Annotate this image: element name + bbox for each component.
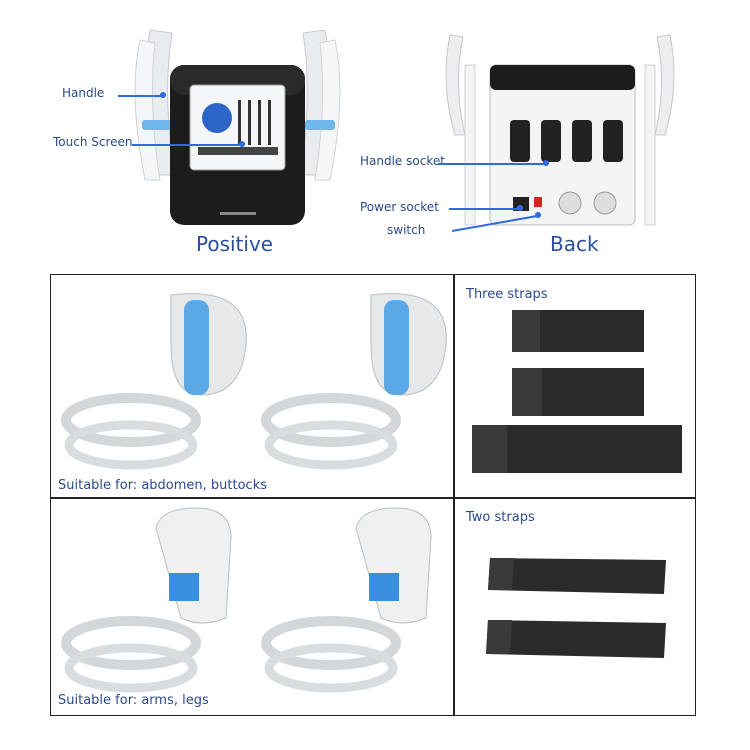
- power-socket-callout-dot: [517, 205, 523, 211]
- two-straps-title: Two straps: [466, 510, 535, 525]
- curved-handles-caption: Suitable for: arms, legs: [58, 693, 209, 708]
- handle-socket-callout-dot: [543, 160, 549, 166]
- three-straps-title: Three straps: [466, 287, 548, 302]
- touch-screen-callout-dot: [239, 141, 245, 147]
- strap-4: [488, 558, 666, 594]
- switch-callout-dot: [535, 212, 541, 218]
- power-socket-callout: Power socket: [360, 200, 439, 214]
- strap-5: [486, 620, 666, 658]
- touch-screen-callout: Touch Screen: [53, 135, 133, 149]
- handle-socket-callout: Handle socket: [360, 154, 445, 168]
- power-socket-callout-line: [449, 208, 519, 210]
- handle-callout-dot: [160, 92, 166, 98]
- back-view-label: Back: [550, 232, 599, 256]
- back-view: Handle socket Power socket switch Back: [360, 0, 750, 265]
- switch-callout: switch: [387, 223, 426, 237]
- accessories-grid: Suitable for: abdomen, buttocks Three st…: [50, 274, 696, 716]
- three-straps-cell: Three straps: [454, 275, 696, 497]
- three-straps-illustration: [472, 310, 682, 473]
- handle-callout-line: [118, 95, 162, 97]
- front-view-label: Positive: [196, 232, 274, 256]
- front-view: Handle Touch Screen Positive: [0, 0, 375, 265]
- flat-handles-cell: Suitable for: abdomen, buttocks: [51, 275, 453, 497]
- curved-handles-illustration: [61, 507, 432, 693]
- flat-handles-caption: Suitable for: abdomen, buttocks: [58, 478, 267, 493]
- handle-socket-callout-line: [438, 163, 545, 165]
- front-machine-illustration: [134, 29, 341, 225]
- grid-vertical-divider: [453, 275, 455, 715]
- flat-handles-illustration: [61, 293, 447, 470]
- handle-callout: Handle: [62, 86, 105, 100]
- curved-handles-cell: Suitable for: arms, legs: [51, 498, 453, 716]
- two-straps-cell: Two straps: [454, 498, 696, 716]
- back-machine-illustration: [445, 34, 675, 226]
- two-straps-illustration: [486, 558, 666, 658]
- grid-horizontal-divider: [51, 497, 695, 499]
- touch-screen-callout-line: [132, 144, 242, 146]
